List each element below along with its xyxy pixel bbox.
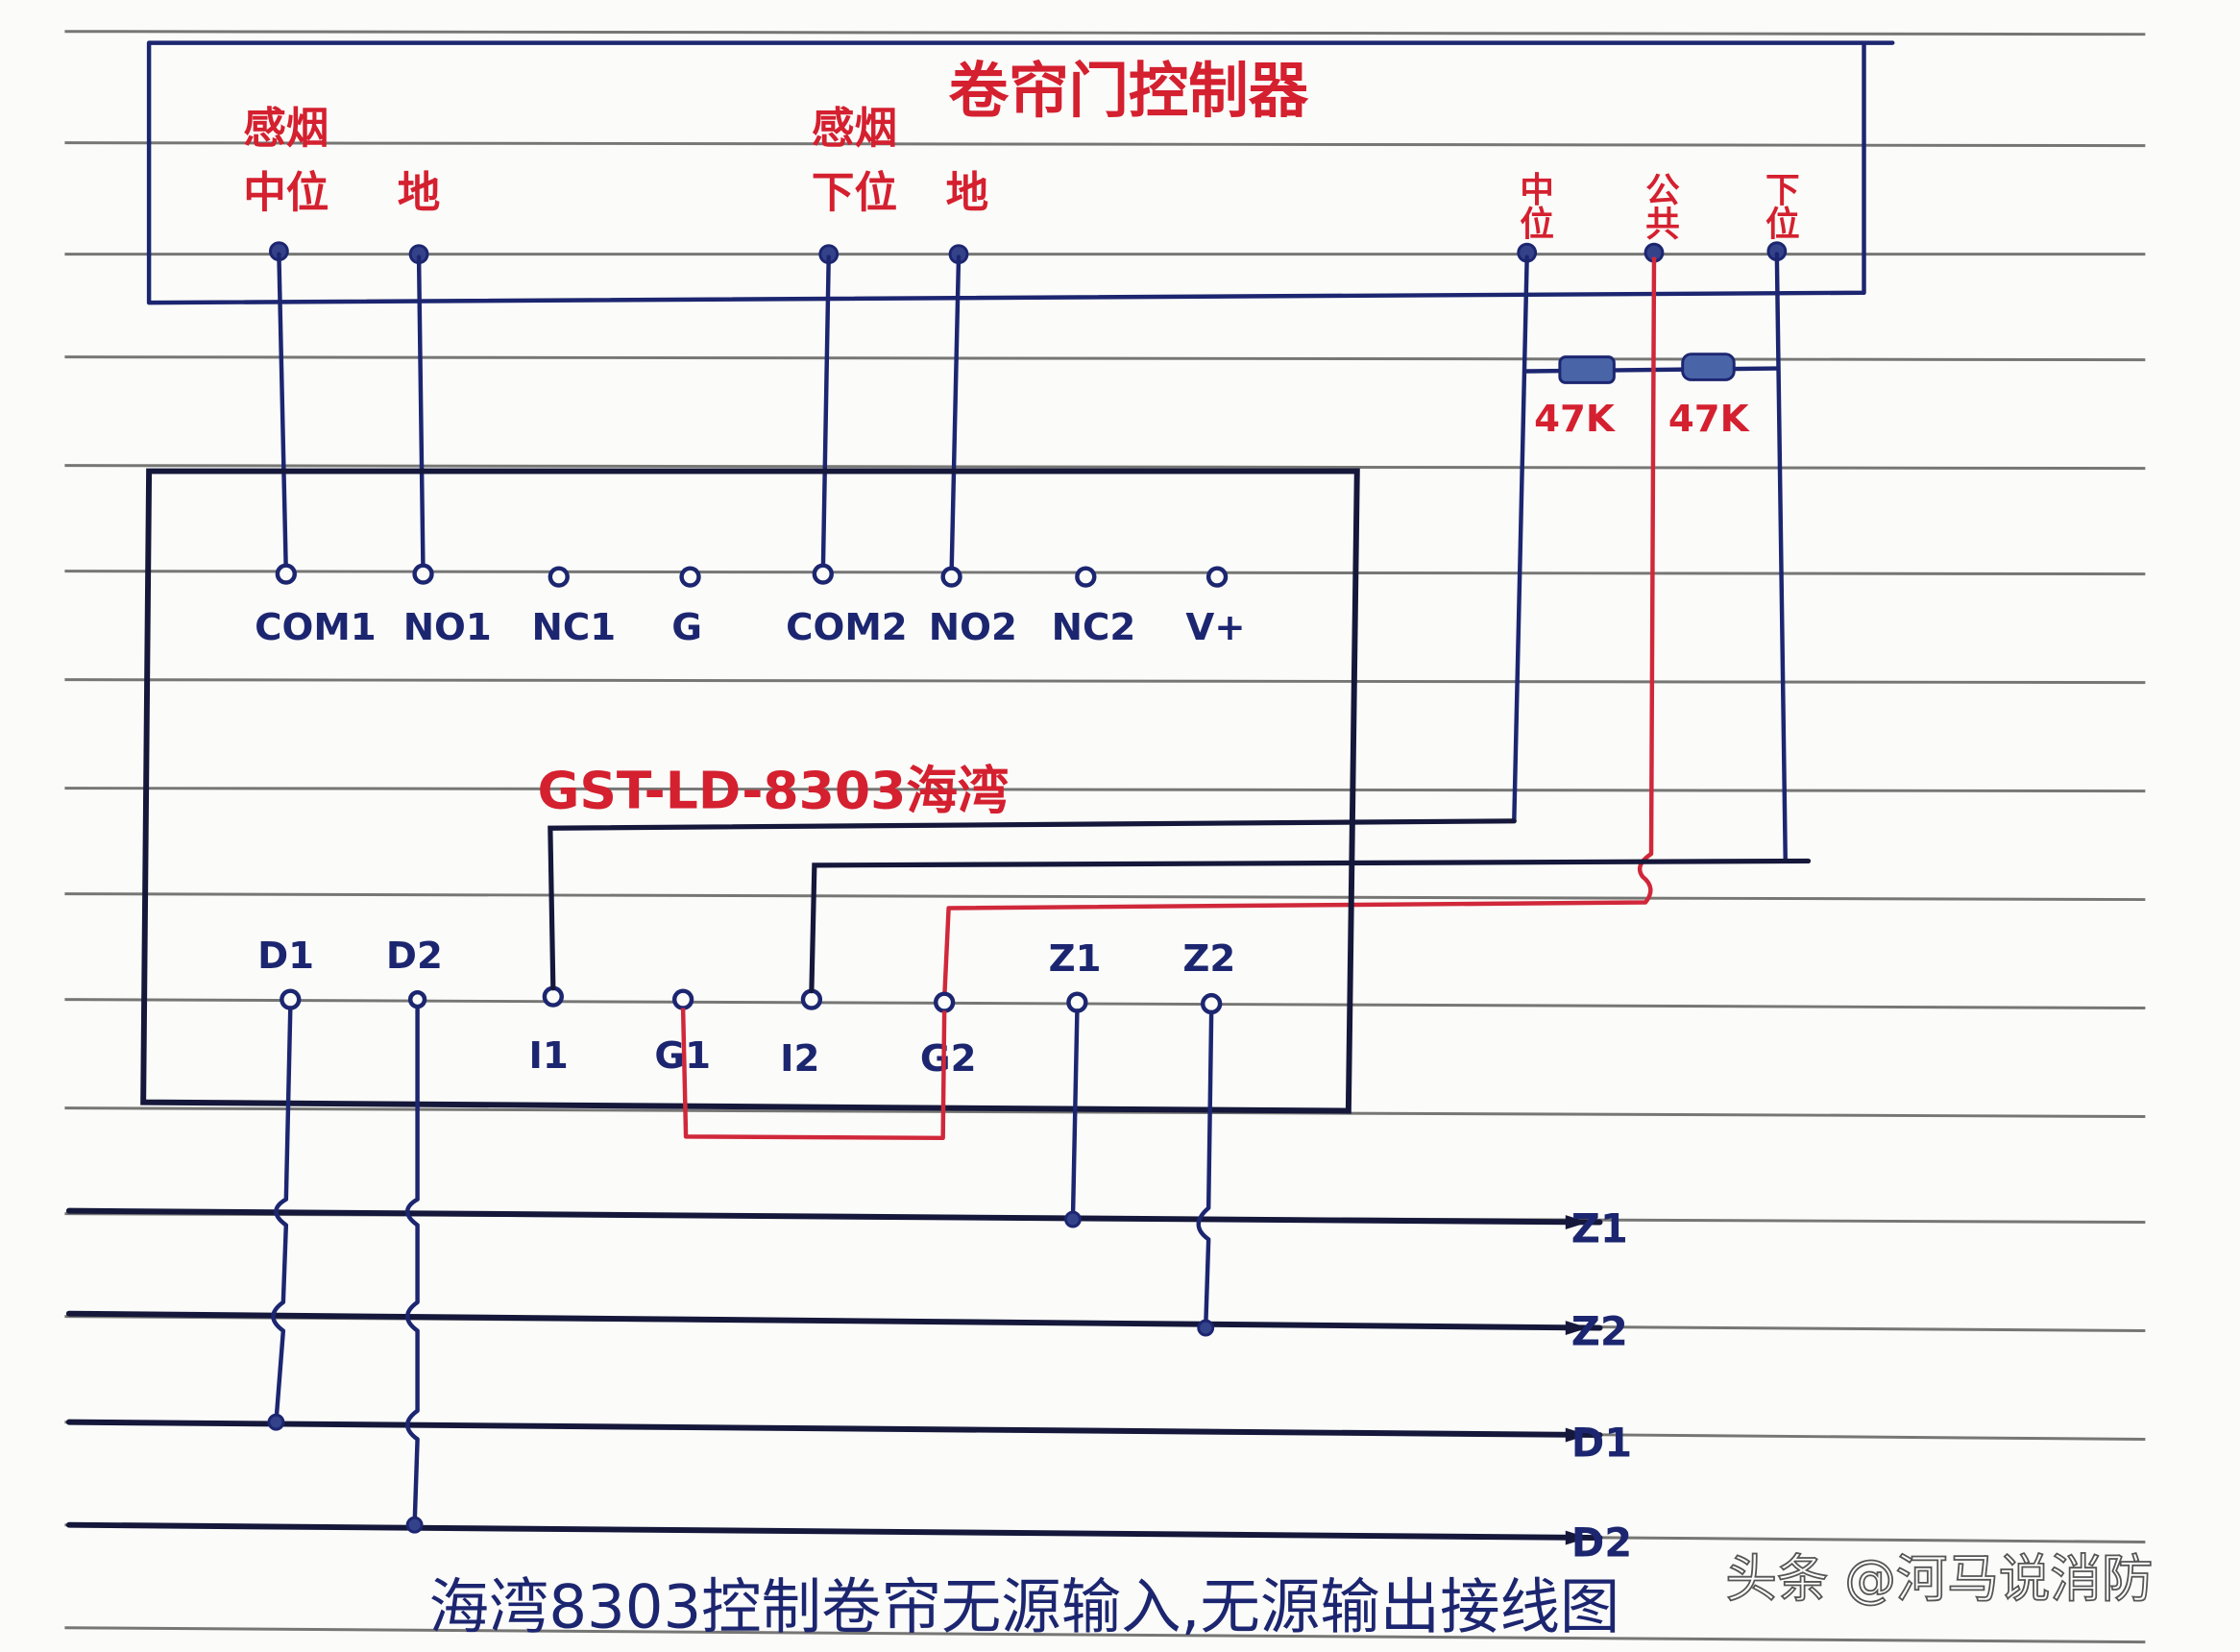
label-d2: D2 (386, 935, 443, 978)
bus-label-z1: Z1 (1571, 1204, 1628, 1251)
terminal-nc2 (1075, 566, 1097, 588)
bus-label-d2: D2 (1571, 1518, 1633, 1566)
terminal-label-common: 公共 (1640, 171, 1679, 239)
resistor-network: 47K 47K (1512, 252, 1788, 863)
terminal-no1 (412, 563, 434, 585)
label-g: G (671, 606, 702, 649)
common-red-wire (941, 256, 1657, 1000)
terminal-z2 (1200, 992, 1223, 1015)
terminal-label-ground-1: 地 (398, 168, 441, 218)
resistor-2 (1681, 352, 1736, 381)
label-no2: NO2 (929, 606, 1017, 649)
label-g2: G2 (920, 1037, 977, 1081)
watermark: 头条 @河马说消防 (1725, 1548, 2153, 1609)
terminal-g1 (671, 988, 694, 1010)
label-no1: NO1 (403, 606, 492, 649)
bus-drops (267, 1006, 1215, 1534)
bus-lines: Z1 Z2 D1 D2 (65, 1204, 1633, 1566)
terminal-label-mid-pos: 中位 (243, 168, 329, 218)
terminal-com1 (275, 563, 297, 585)
label-nc1: NC1 (532, 606, 617, 649)
label-i1: I1 (529, 1034, 569, 1078)
terminal-i1 (542, 985, 564, 1008)
terminal-com2 (812, 563, 834, 585)
terminal-i2 (800, 988, 823, 1010)
terminal-label-low: 下位 (1760, 171, 1799, 239)
label-vplus: V+ (1185, 606, 1245, 649)
controller-title: 卷帘门控制器 (949, 56, 1309, 126)
terminal-label-ground-2: 地 (946, 168, 989, 218)
notebook-rules (64, 30, 2146, 1644)
shutter-controller-box: 卷帘门控制器 感烟 中位 地 感烟 下位 地 中位 公共 下位 (146, 40, 1895, 305)
terminal-label-low-pos: 下位 (812, 168, 897, 218)
resistor-1-value: 47K (1534, 398, 1617, 441)
terminal-g2 (933, 991, 956, 1013)
smoke-label-1: 感烟 (243, 104, 329, 154)
controller-module-wires (277, 252, 962, 576)
terminal-vplus (1205, 566, 1229, 588)
resistor-2-value: 47K (1668, 398, 1751, 441)
label-i2: I2 (780, 1037, 819, 1081)
g1-g2-red-jumper (680, 1008, 947, 1141)
label-com1: COM1 (255, 606, 377, 649)
bus-label-d1: D1 (1571, 1419, 1633, 1466)
label-z1: Z1 (1049, 937, 1102, 981)
module-name: GST-LD-8303海湾 (537, 760, 1009, 820)
bus-label-z2: Z2 (1571, 1307, 1628, 1354)
terminal-z1 (1066, 991, 1088, 1013)
smoke-label-2: 感烟 (812, 104, 897, 154)
label-com2: COM2 (786, 606, 908, 649)
diagram-title: 海湾8303控制卷帘无源输入,无源输出接线图 (428, 1572, 1619, 1642)
label-nc2: NC2 (1052, 606, 1136, 649)
terminal-d2 (407, 989, 427, 1009)
terminal-g (679, 566, 701, 588)
label-d1: D1 (257, 935, 314, 978)
label-z2: Z2 (1182, 937, 1235, 981)
terminal-d1 (280, 988, 302, 1010)
resistor-1 (1558, 355, 1616, 384)
terminal-no2 (940, 566, 962, 588)
terminal-label-mid: 中位 (1515, 171, 1554, 239)
input-wires (548, 818, 1812, 994)
terminal-nc1 (548, 566, 570, 588)
